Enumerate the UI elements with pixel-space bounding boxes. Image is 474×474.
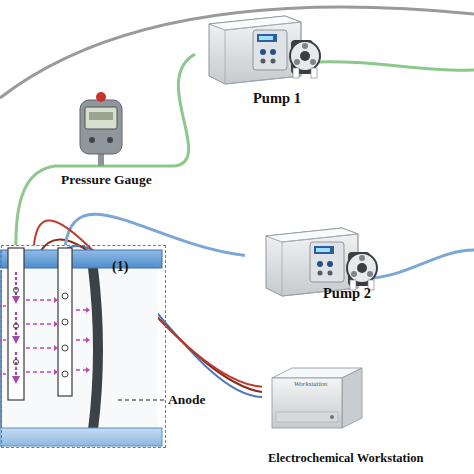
electrochemical-workstation (276, 412, 338, 422)
reactor-cell (14, 324, 19, 329)
leader-line (118, 399, 165, 400)
device-label: Pump 2 (323, 285, 371, 302)
reactor-cell (62, 371, 68, 377)
device-label: Pump 1 (253, 90, 301, 107)
callout-number: (1) (112, 259, 128, 275)
reactor-cell (0, 428, 162, 446)
reactor-box: (1) (1, 245, 166, 448)
workstation-device: WorkstationElectrochemical Workstation (262, 365, 474, 474)
pressure-gauge (85, 107, 117, 129)
reactor-cell (8, 248, 24, 400)
reactor-cell (12, 296, 20, 384)
pressure-gauge (107, 137, 113, 143)
pressure-gauge (89, 112, 113, 120)
reactor-cell (14, 360, 19, 365)
electrochemical-workstation (272, 378, 342, 428)
device-label: Pressure Gauge (61, 172, 152, 188)
pressure-gauge (89, 137, 95, 143)
reactor-cell (14, 288, 19, 293)
green-tube (55, 165, 175, 168)
reactor-cell (62, 293, 68, 299)
gray-cable (0, 7, 474, 98)
pressure-gauge (96, 92, 106, 102)
blue-tube (372, 250, 474, 278)
reactor-cell (0, 248, 165, 446)
green-tube (318, 62, 474, 70)
part-label: Anode (168, 392, 206, 408)
electrochemical-workstation (330, 415, 334, 419)
peristaltic-pump (209, 16, 320, 84)
pump-device: Pump 2 (245, 215, 380, 305)
reactor-cell (62, 345, 68, 351)
device-face-text: Workstation (294, 380, 328, 388)
reactor-cell (54, 297, 90, 375)
reactor-cell (88, 268, 103, 430)
electrochemical-workstation (272, 368, 362, 428)
tube-connector (175, 54, 195, 166)
reactor-cell (15, 272, 17, 380)
reactor-cell (62, 319, 68, 325)
reactor-cell (26, 300, 86, 372)
device-label: Electrochemical Workstation (268, 451, 423, 466)
pressure-gauge (80, 100, 122, 154)
pressure-gauge (80, 92, 122, 166)
pressure-gauge: Pressure Gauge (55, 90, 175, 192)
pump-device: Pump 1 (195, 10, 345, 108)
reactor-cell (58, 248, 72, 396)
electrochemical-workstation (342, 368, 362, 428)
